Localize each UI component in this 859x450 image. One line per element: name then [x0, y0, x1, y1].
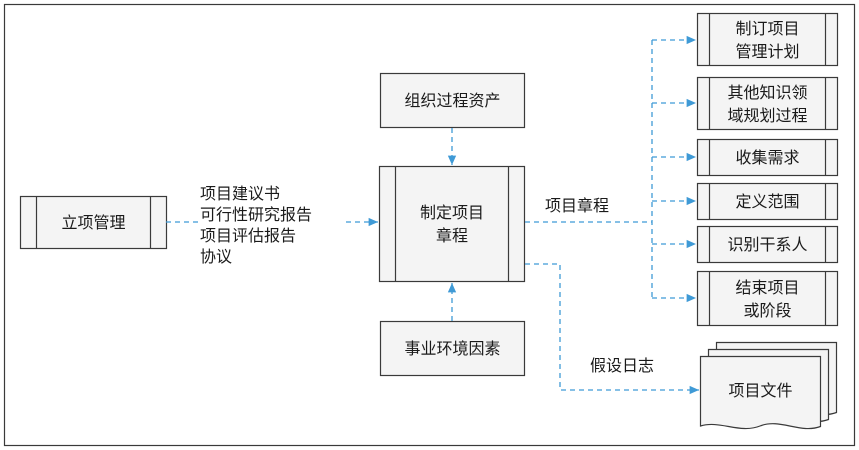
input-label-1: 项目建议书	[200, 184, 281, 203]
right-box-6-line2: 或阶段	[743, 300, 792, 320]
project-docs-label: 项目文件	[701, 364, 820, 416]
initiation-label-text: 立项管理	[61, 213, 126, 232]
center-label-line2: 章程	[435, 226, 468, 245]
right-box-5-line1: 识别干系人	[727, 235, 808, 254]
input-label-3: 项目评估报告	[200, 226, 297, 245]
opa-label-text: 组织过程资产	[404, 91, 501, 110]
eef-box	[379, 320, 526, 377]
right-box-4-line1: 定义范围	[735, 192, 800, 211]
right-box-4-label: 定义范围	[710, 184, 825, 219]
project-docs-label-text: 项目文件	[728, 380, 793, 400]
right-box-6	[696, 270, 839, 327]
initiation-box	[19, 195, 168, 250]
right-box-1-line1: 制订项目	[735, 18, 800, 38]
eef-label: 事业环境因素	[381, 322, 524, 375]
center-box	[378, 165, 526, 283]
right-box-3-line1: 收集需求	[735, 148, 800, 167]
right-box-1-line2: 管理计划	[735, 41, 800, 61]
right-box-3-label: 收集需求	[710, 140, 825, 175]
right-box-6-label: 结束项目 或阶段	[710, 272, 825, 325]
outer-frame	[3, 3, 856, 447]
assumption-log-label: 假设日志	[590, 356, 655, 375]
input-label-2: 可行性研究报告	[200, 205, 313, 224]
right-box-3	[696, 138, 839, 177]
output-label: 项目章程	[545, 196, 610, 215]
right-box-2-line1: 其他知识领	[727, 82, 808, 102]
right-box-5-label: 识别干系人	[710, 227, 825, 262]
initiation-label: 立项管理	[37, 197, 150, 248]
right-box-1	[696, 12, 839, 67]
eef-label-text: 事业环境因素	[404, 339, 501, 358]
right-box-2-line2: 域规划过程	[727, 105, 808, 125]
center-label-line1: 制定项目	[419, 203, 484, 222]
right-box-6-line1: 结束项目	[735, 277, 800, 297]
opa-label: 组织过程资产	[381, 74, 524, 127]
opa-box	[379, 72, 526, 129]
input-label-4: 协议	[200, 247, 233, 266]
center-label: 制定项目 章程	[396, 167, 508, 281]
project-docs-stack	[699, 341, 838, 430]
right-box-2	[696, 76, 839, 131]
right-box-5	[696, 225, 839, 264]
right-box-1-label: 制订项目 管理计划	[710, 14, 825, 65]
right-box-4	[696, 182, 839, 221]
right-box-2-label: 其他知识领 域规划过程	[710, 78, 825, 129]
